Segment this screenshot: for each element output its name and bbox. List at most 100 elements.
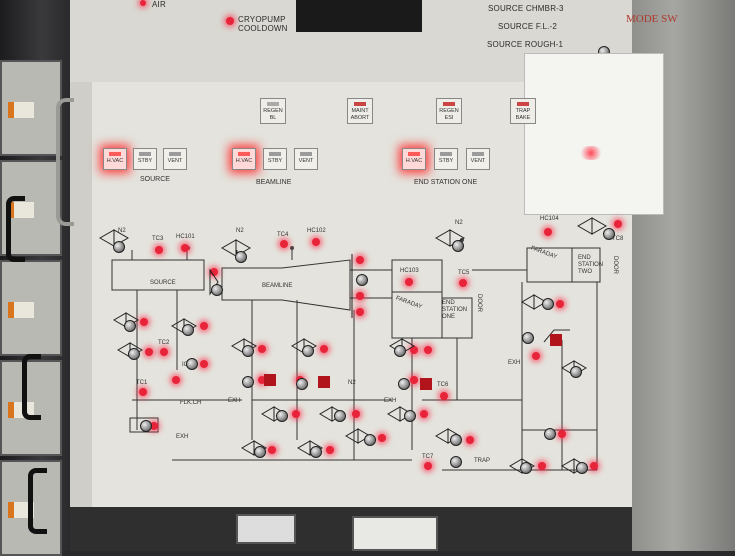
valve-indicator [410, 376, 418, 384]
tc4-indicator [280, 240, 288, 248]
valve-toggle[interactable] [544, 428, 556, 440]
tc2-label: TC2 [158, 340, 170, 346]
valve-toggle[interactable] [570, 366, 582, 378]
exh-label: EXH [384, 398, 397, 404]
end-station-two-label: END STATION TWO [578, 255, 604, 275]
valve-toggle[interactable] [182, 324, 194, 336]
source-stby-button[interactable]: STBY [133, 148, 157, 170]
valve-toggle[interactable] [124, 320, 136, 332]
valve-toggle[interactable] [235, 251, 247, 263]
exh-label: EXH [228, 398, 241, 404]
hc103-label: HC103 [400, 268, 419, 274]
valve-indicator [326, 446, 334, 454]
light-reflection [578, 146, 604, 160]
tc3-label: TC3 [152, 236, 164, 242]
cryopump-label: CRYOPUMP [238, 15, 286, 24]
valve-toggle[interactable] [296, 378, 308, 390]
valve-indicator [140, 318, 148, 326]
valve-toggle[interactable] [404, 410, 416, 422]
rack-drawer [0, 360, 62, 456]
hc101-label: HC101 [176, 234, 195, 240]
valve-toggle[interactable] [242, 376, 254, 388]
valve-toggle[interactable] [254, 446, 266, 458]
valve-toggle[interactable] [450, 434, 462, 446]
source-vent-button[interactable]: VENT [163, 148, 187, 170]
valve-indicator [356, 308, 364, 316]
flk-ch-label: FLK.CH [180, 400, 202, 406]
panel-handle[interactable] [56, 98, 74, 226]
beamline-vent-button[interactable]: VENT [294, 148, 318, 170]
valve-indicator [356, 256, 364, 264]
valve-indicator [320, 345, 328, 353]
valve-toggle[interactable] [113, 241, 125, 253]
hc103-indicator [405, 278, 413, 286]
drawer-handle[interactable] [28, 468, 47, 534]
valve-toggle[interactable] [310, 446, 322, 458]
tc8-indicator [614, 220, 622, 228]
valve-indicator [532, 352, 540, 360]
valve-toggle[interactable] [450, 456, 462, 468]
n2-label: N2 [236, 228, 244, 234]
valve-indicator [150, 422, 158, 430]
valve-indicator [200, 322, 208, 330]
mode-sw-label: MODE SW [626, 13, 678, 25]
valve-indicator [210, 268, 218, 276]
valve-toggle[interactable] [211, 284, 223, 296]
valve-toggle[interactable] [334, 410, 346, 422]
alarm-lamp [550, 334, 562, 346]
tc6-label: TC6 [437, 382, 449, 388]
valve-indicator [538, 462, 546, 470]
source-rough-label: SOURCE ROUGH-1 [487, 40, 564, 49]
valve-indicator [558, 430, 566, 438]
valve-toggle[interactable] [356, 274, 368, 286]
es1-hvac-button[interactable]: H.VAC [402, 148, 426, 170]
hc101-indicator [181, 244, 189, 252]
tc1-label: TC1 [136, 380, 148, 386]
display-window [296, 0, 422, 32]
valve-indicator [556, 300, 564, 308]
n2-label: N2 [455, 220, 463, 226]
es1-stby-button[interactable]: STBY [434, 148, 458, 170]
valve-toggle[interactable] [520, 462, 532, 474]
drawer-handle[interactable] [6, 196, 25, 262]
valve-toggle[interactable] [398, 378, 410, 390]
hc102-label: HC102 [307, 228, 326, 234]
valve-indicator [258, 376, 266, 384]
valve-toggle[interactable] [394, 345, 406, 357]
beamline-hvac-button[interactable]: H.VAC [232, 148, 256, 170]
valve-indicator [172, 376, 180, 384]
tc7-label: TC7 [422, 454, 434, 460]
alarm-lamp [264, 374, 276, 386]
valve-toggle[interactable] [276, 410, 288, 422]
lower-cabinet [70, 507, 632, 551]
exh-label: EXH [508, 360, 521, 366]
cooldown-label: COOLDOWN [238, 24, 288, 33]
drawer-handle[interactable] [22, 354, 41, 420]
hc104-label: HC104 [540, 216, 559, 222]
source-chmbr-label: SOURCE CHMBR-3 [488, 4, 564, 13]
valve-indicator [292, 410, 300, 418]
valve-toggle[interactable] [576, 462, 588, 474]
valve-toggle[interactable] [242, 345, 254, 357]
valve-toggle[interactable] [186, 358, 198, 370]
valve-toggle[interactable] [128, 348, 140, 360]
valve-toggle[interactable] [542, 298, 554, 310]
beamline-group-label: BEAMLINE [256, 179, 292, 186]
beamline-stby-button[interactable]: STBY [263, 148, 287, 170]
valve-toggle[interactable] [140, 420, 152, 432]
valve-toggle[interactable] [452, 240, 464, 252]
valve-toggle[interactable] [364, 434, 376, 446]
valve-toggle[interactable] [522, 332, 534, 344]
n2-label: N2 [118, 228, 126, 234]
es1-vent-button[interactable]: VENT [466, 148, 490, 170]
bottom-meter [236, 514, 296, 544]
alarm-lamp [318, 376, 330, 388]
source-hvac-button[interactable]: H.VAC [103, 148, 127, 170]
valve-toggle[interactable] [603, 228, 615, 240]
valve-toggle[interactable] [302, 345, 314, 357]
bottom-meter [352, 516, 438, 551]
